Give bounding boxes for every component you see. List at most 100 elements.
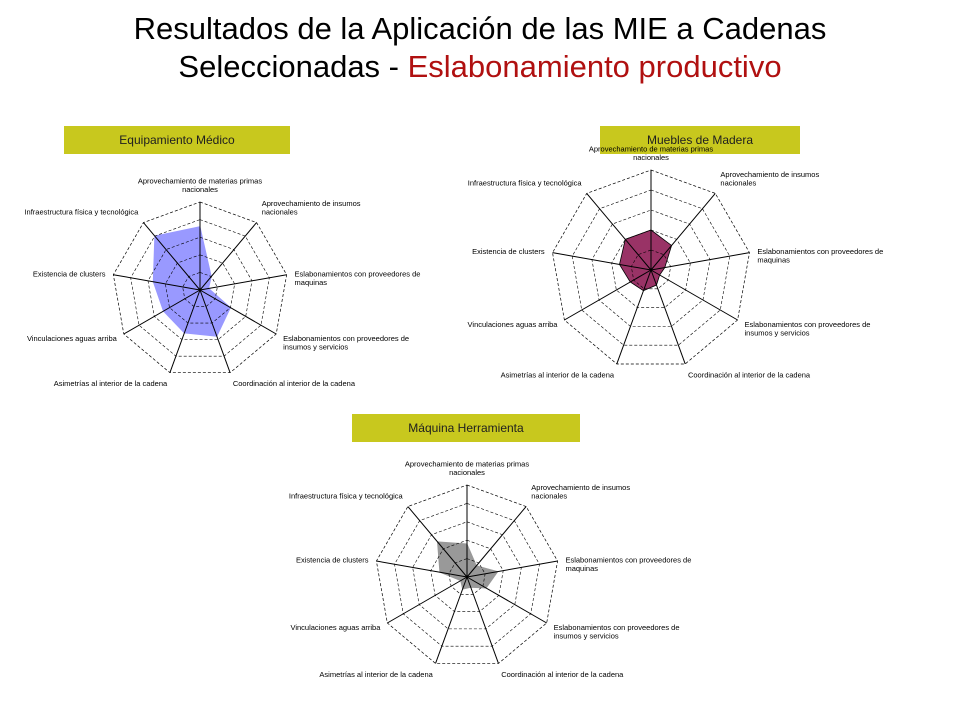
radar-gridline-4	[394, 503, 540, 647]
radar-axis-label-line: Aprovechamiento de insumos	[531, 483, 630, 492]
radar-gridline-3	[147, 236, 253, 340]
radar-axis-line-6	[169, 289, 201, 373]
radar-chart-maquina-herramienta: Aprovechamiento de materias primas nacion…	[289, 460, 691, 679]
radar-axis-line-3	[650, 252, 750, 271]
radar-axis-label-8: Existencia de clusters	[472, 247, 545, 256]
radar-axis-label-line: Infraestructura física y tecnológica	[468, 178, 583, 187]
radar-axis-line-2	[199, 222, 257, 291]
radar-axis-line-7	[123, 289, 201, 335]
radar-axis-line-3	[199, 274, 287, 291]
radar-axis-label-line: Asimetrías al interior de la cadena	[54, 379, 168, 388]
radar-series-area	[436, 541, 499, 590]
radar-gridline-1	[182, 272, 218, 307]
title-line-2-accent: Eslabonamiento productivo	[407, 49, 782, 84]
radar-axis-line-9	[586, 193, 652, 271]
radar-gridline-1	[630, 249, 672, 290]
radar-series-area	[619, 229, 673, 292]
radar-axis-line-5	[199, 289, 231, 373]
radar-axis-label-line: maquinas	[295, 278, 328, 287]
radar-axis-line-4	[466, 576, 547, 624]
title-line-1: Resultados de la Aplicación de las MIE a…	[133, 11, 827, 46]
radar-axis-label-line: Eslabonamientos con proveedores de	[745, 320, 871, 329]
radar-axis-label-8: Existencia de clusters	[33, 269, 106, 278]
radar-axis-label-line: Vinculaciones aguas arriba	[27, 334, 118, 343]
radar-axis-label-line: nacionales	[720, 178, 756, 187]
radar-axis-label-line: Infraestructura física y tecnológica	[289, 491, 404, 500]
radar-axis-label-line: Coordinación al interior de la cadena	[688, 370, 811, 379]
radar-axis-line-8	[113, 274, 201, 291]
chart-label-maquina-herramienta: Máquina Herramienta	[352, 414, 580, 442]
radar-axis-label-line: Coordinación al interior de la cadena	[233, 379, 356, 388]
radar-axis-label-line: nacionales	[633, 153, 669, 162]
radar-axis-line-7	[564, 269, 652, 321]
radar-axis-line-8	[376, 560, 468, 578]
radar-axis-label-5: Coordinación al interior de la cadena	[688, 370, 811, 379]
radar-axis-label-line: Asimetrías al interior de la cadena	[319, 670, 433, 679]
radar-axis-line-2	[466, 506, 527, 578]
radar-gridline-2	[165, 254, 235, 324]
chart-label-equipamiento-medico: Equipamiento Médico	[64, 126, 290, 154]
radar-axis-label-line: maquinas	[565, 564, 598, 573]
radar-axis-line-5	[466, 576, 499, 664]
radar-axis-label-line: Eslabonamientos con proveedores de	[757, 247, 883, 256]
radar-gridline-3	[412, 521, 522, 630]
radar-axis-line-7	[387, 576, 468, 624]
radar-axis-label-line: Aprovechamiento de materias primas	[138, 177, 262, 186]
radar-axis-label-line: Existencia de clusters	[296, 556, 369, 565]
radar-axis-label-5: Coordinación al interior de la cadena	[233, 379, 356, 388]
radar-axis-label-line: Eslabonamientos con proveedores de	[565, 556, 691, 565]
radar-gridline-4	[130, 219, 270, 357]
radar-axis-label-7: Vinculaciones aguas arriba	[290, 623, 381, 632]
radar-axis-label-line: nacionales	[531, 491, 567, 500]
title-line-2: Seleccionadas - Eslabonamiento productiv…	[0, 48, 960, 86]
radar-axis-label-line: Existencia de clusters	[472, 247, 545, 256]
radar-axis-line-6	[435, 576, 468, 664]
radar-axis-label-6: Asimetrías al interior de la cadena	[501, 370, 615, 379]
radar-axis-label-line: Vinculaciones aguas arriba	[290, 623, 381, 632]
chart-label-muebles-de-madera: Muebles de Madera	[600, 126, 800, 154]
radar-axis-label-line: Eslabonamientos con proveedores de	[283, 334, 409, 343]
radar-axis-label-8: Existencia de clusters	[296, 556, 369, 565]
radar-gridline-1	[448, 558, 486, 595]
radar-axis-label-5: Coordinación al interior de la cadena	[501, 670, 624, 679]
radar-axis-label-9: Infraestructura física y tecnológica	[289, 491, 404, 500]
radar-axis-line-8	[552, 252, 652, 271]
radar-axis-label-line: Infraestructura física y tecnológica	[24, 207, 139, 216]
radar-axis-line-6	[616, 269, 652, 365]
radar-axis-label-line: Vinculaciones aguas arriba	[468, 320, 559, 329]
radar-axis-line-9	[407, 506, 468, 578]
radar-gridline-2	[611, 229, 691, 308]
radar-axis-label-line: nacionales	[262, 207, 298, 216]
radar-gridline-5	[552, 169, 750, 365]
radar-axis-label-line: Aprovechamiento de materias primas	[405, 460, 529, 469]
radar-axis-label-line: nacionales	[182, 185, 218, 194]
radar-axis-label-line: insumos y servicios	[283, 343, 348, 352]
radar-axis-line-3	[466, 560, 558, 578]
radar-axis-label-line: maquinas	[757, 256, 790, 265]
radar-gridline-4	[571, 189, 731, 346]
radar-axis-label-line: Aprovechamiento de insumos	[720, 170, 819, 179]
radar-axis-line-9	[143, 222, 201, 291]
radar-axis-label-7: Vinculaciones aguas arriba	[27, 334, 118, 343]
radar-axis-line-4	[199, 289, 277, 335]
radar-axis-line-2	[650, 193, 716, 271]
radar-axis-line-5	[650, 269, 686, 365]
slide-title: Resultados de la Aplicación de las MIE a…	[0, 10, 960, 86]
radar-axis-label-9: Infraestructura física y tecnológica	[468, 178, 583, 187]
radar-gridline-2	[430, 539, 504, 612]
radar-axis-label-line: Aprovechamiento de materias primas	[589, 145, 713, 154]
radar-axis-label-7: Vinculaciones aguas arriba	[468, 320, 559, 329]
radar-axis-label-line: Asimetrías al interior de la cadena	[501, 370, 615, 379]
